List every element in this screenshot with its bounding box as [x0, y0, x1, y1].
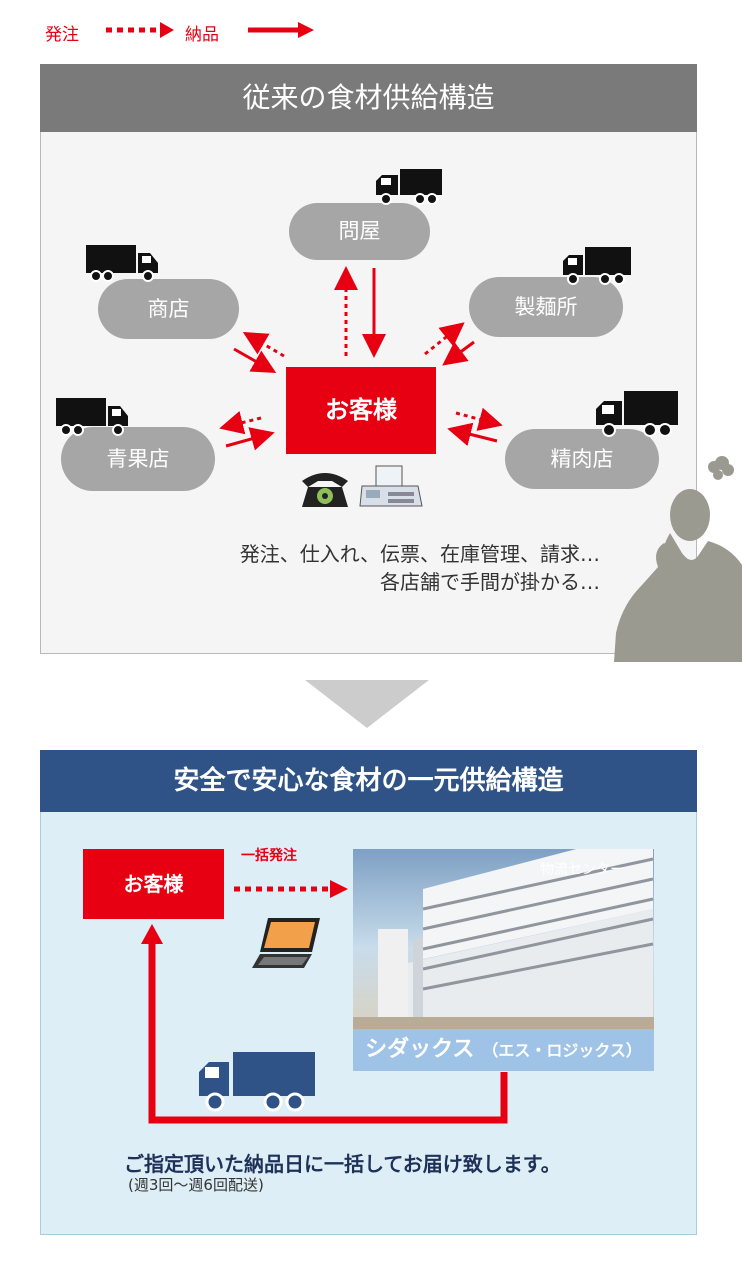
- logistics-center-photo: [353, 849, 654, 1029]
- legend-order-arrow: [106, 22, 174, 38]
- legend-delivery-arrow: [248, 22, 314, 38]
- truck-icon: [199, 1052, 315, 1112]
- company-banner: シダックス （エス・ロジックス）: [353, 1029, 654, 1071]
- legend-order-label: 発注: [45, 25, 79, 45]
- truck-icon: [86, 245, 158, 282]
- unified-title: 安全で安心な食材の一元供給構造: [40, 750, 697, 812]
- company-name: シダックス: [365, 1037, 475, 1062]
- delivery-frequency: (週3回～週6回配送): [128, 1176, 264, 1194]
- delivery-message: ご指定頂いた納品日に一括してお届け致します。: [124, 1152, 561, 1176]
- traditional-arrows: [219, 266, 503, 451]
- node-greengrocer: 青果店: [61, 427, 215, 491]
- traditional-title: 従来の食材供給構造: [40, 64, 697, 132]
- logistics-center-label: 物流センター: [540, 862, 624, 878]
- node-butcher: 精肉店: [505, 429, 659, 489]
- customer-box-unified: お客様: [83, 849, 224, 919]
- node-shop: 商店: [98, 279, 239, 339]
- node-wholesaler: 問屋: [289, 203, 430, 260]
- truck-icon: [376, 169, 442, 205]
- traditional-panel: [40, 64, 697, 654]
- caption-line-1: 発注、仕入れ、伝票、在庫管理、請求…: [239, 542, 600, 566]
- down-arrow-icon: [305, 680, 429, 728]
- truck-icon: [563, 247, 631, 285]
- node-noodle-factory: 製麺所: [469, 277, 623, 337]
- bulk-order-label: 一括発注: [241, 848, 297, 864]
- thinking-person-icon: [614, 456, 742, 662]
- company-subname: （エス・ロジックス）: [482, 1041, 642, 1060]
- laptop-icon: [252, 918, 320, 968]
- fax-icon: [359, 465, 423, 507]
- telephone-icon: [302, 473, 348, 507]
- truck-icon: [56, 398, 128, 436]
- truck-icon: [596, 391, 678, 437]
- caption-line-2: 各店舗で手間が掛かる…: [380, 570, 600, 594]
- unified-arrows: [141, 880, 508, 1124]
- customer-box-traditional: お客様: [286, 367, 436, 454]
- legend-delivery-label: 納品: [185, 25, 219, 45]
